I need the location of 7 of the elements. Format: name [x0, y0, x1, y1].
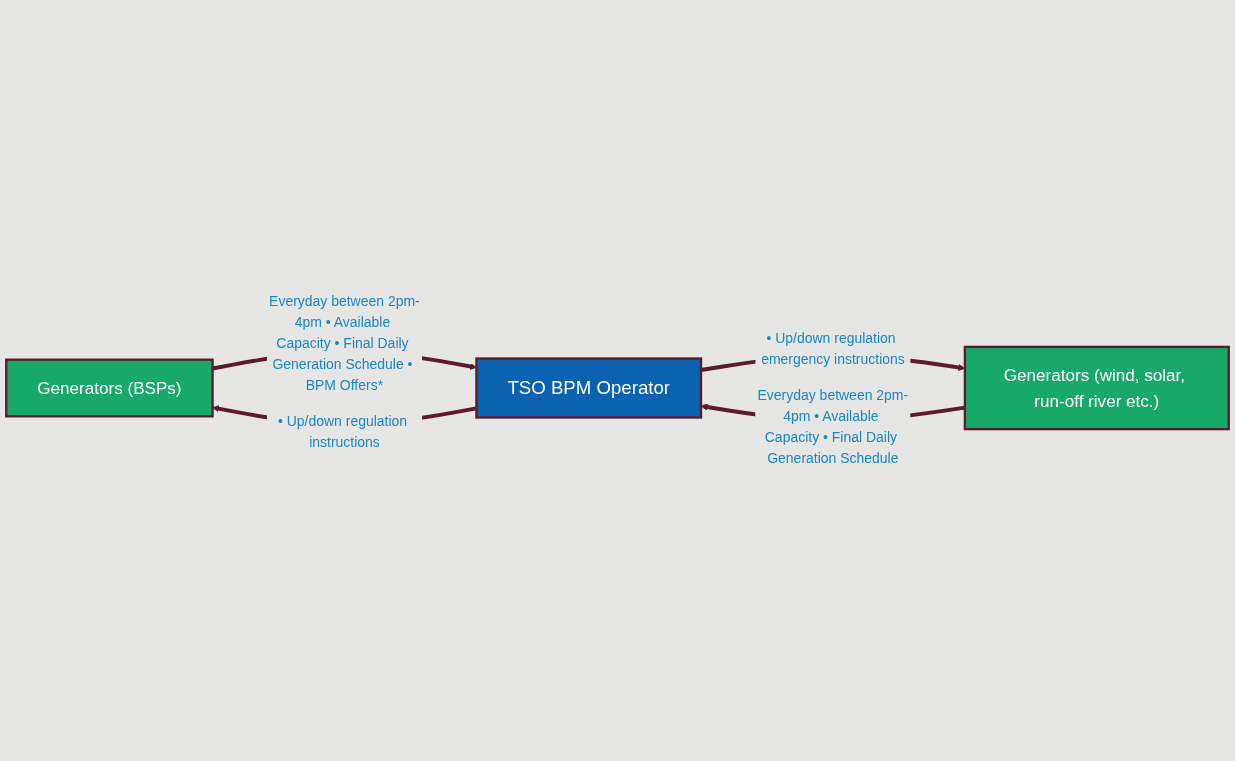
node-box: TSO BPM Operator: [475, 357, 703, 419]
edge-label: • Up/down regulation emergency instructions: [761, 330, 905, 368]
edge-label: Everyday between 2pm-4pm • Available Capacity • Final Daily Generation Schedule: [757, 387, 909, 467]
node-box: Generators (wind, solar, run-off river etc.): [963, 346, 1230, 431]
edge-label: • Up/down regulation instructions: [277, 414, 408, 451]
edge-label: Everyday between 2pm-4pm • Available Capacity • Final Daily Generation Schedule • BPM Offers*: [269, 293, 420, 394]
node-box: Generators (BSPs): [5, 358, 214, 418]
